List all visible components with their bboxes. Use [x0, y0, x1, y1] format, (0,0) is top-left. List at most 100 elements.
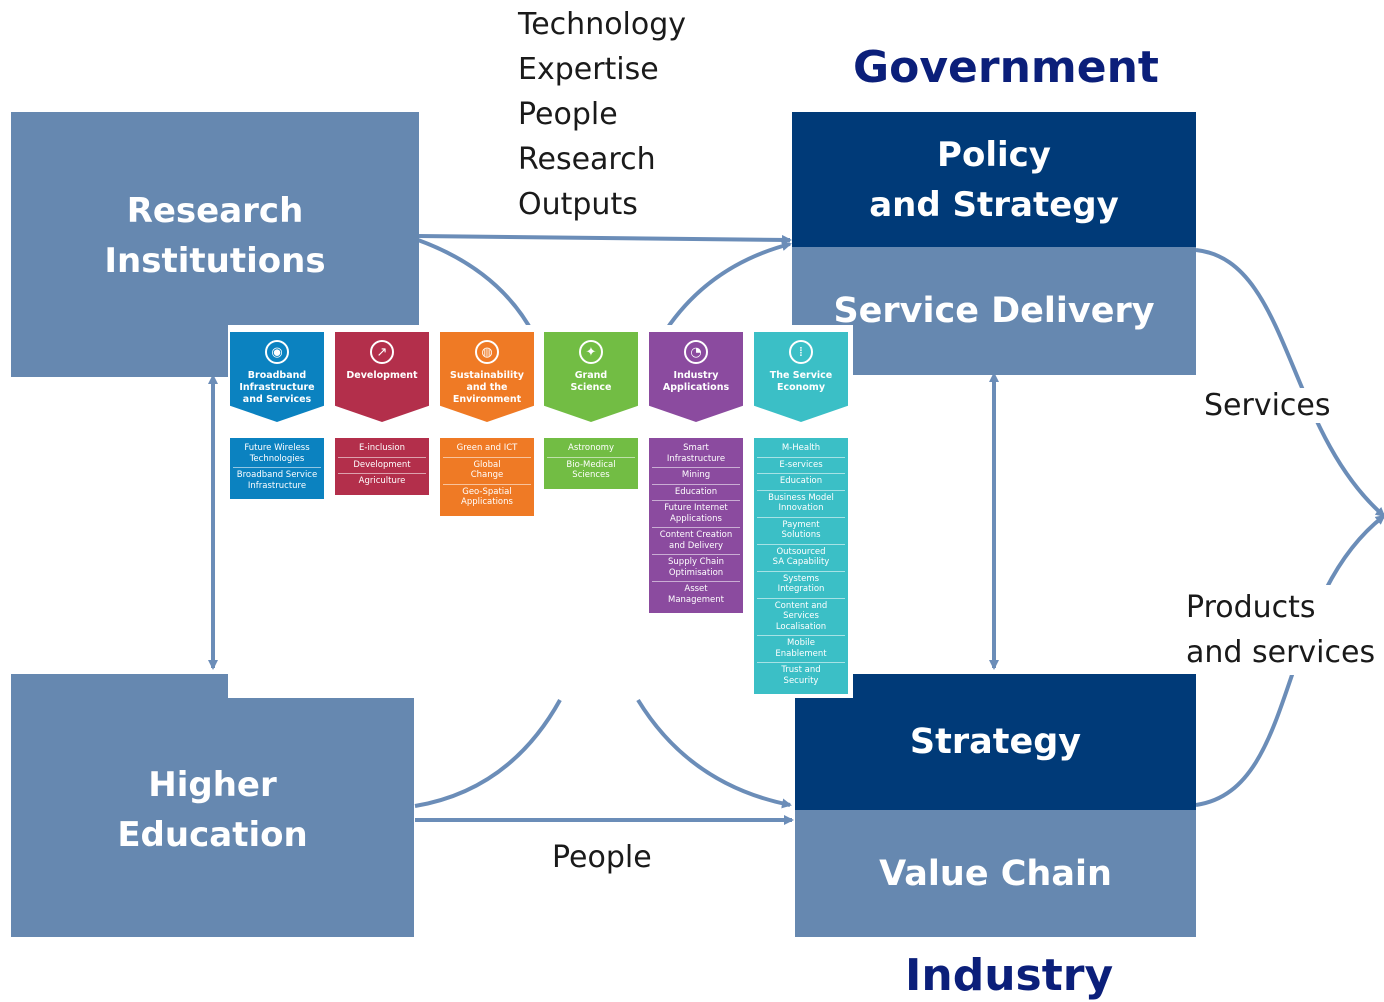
flow-label-products-line1: Products — [1186, 590, 1316, 625]
focus-area-title-line: Grand — [574, 370, 608, 381]
focus-area-item-line: Broadband Service — [236, 470, 318, 480]
satellite-icon: ✦ — [579, 340, 603, 364]
focus-area-item-line: Sciences — [572, 470, 610, 480]
arrow-products — [1195, 514, 1384, 807]
focus-area-item: M-Health — [757, 441, 845, 458]
focus-area-item-line: Mobile — [787, 638, 815, 648]
focus-area-item-line: Bio-Medical — [566, 459, 616, 470]
focus-area-item: Development — [338, 458, 426, 474]
focus-area-item: Education — [757, 474, 845, 491]
focus-area-item-line: Astronomy — [568, 443, 614, 453]
arrow-education-curve — [414, 699, 562, 808]
flow-label-products-line2: and services — [1186, 635, 1376, 670]
flow-label-top-item: Outputs — [518, 187, 638, 222]
focus-area-item-line: Optimisation — [668, 567, 724, 578]
focus-area-title-line: Development — [346, 370, 418, 381]
focus-area-item-line: Security — [783, 675, 819, 686]
focus-area-item-line: Future Internet — [664, 503, 728, 513]
focus-area-item-line: and Delivery — [669, 540, 723, 551]
arrow-panel-to-government — [664, 241, 792, 332]
focus-area-item-line: E-services — [779, 459, 823, 470]
focus-area-item-line: Agriculture — [358, 476, 406, 486]
flow-label-people: People — [552, 840, 652, 875]
service-delivery-box: Service Delivery — [792, 247, 1196, 375]
focus-area-title-line: Applications — [662, 382, 730, 393]
education-line2: Education — [117, 814, 308, 855]
arrow-research-to-government — [417, 234, 792, 245]
focus-area-item-line: Trust and — [781, 665, 821, 675]
focus-area-title-line: Infrastructure — [239, 382, 315, 393]
focus-area-item-line: Integration — [777, 584, 825, 594]
arrow-services — [1195, 248, 1384, 518]
focus-area-item-line: Outsourced — [776, 546, 826, 557]
focus-area-item-line: Content and — [774, 600, 828, 611]
focus-area-item-line: Green and ICT — [456, 443, 518, 453]
focus-area-item-line: Enablement — [775, 648, 827, 659]
flow-label-top-item: Technology — [518, 7, 687, 42]
strategy-box: Strategy — [795, 674, 1196, 810]
flow-label-top-item: Research — [518, 142, 656, 177]
focus-area-item-line: Education — [779, 476, 823, 486]
focus-area-item-line: Smart — [683, 443, 709, 453]
flow-label-top-item: People — [518, 97, 618, 132]
arrow-research-curve — [417, 238, 536, 336]
focus-area-item: Astronomy — [547, 441, 635, 458]
focus-area-item-line: Business Model — [768, 492, 834, 503]
focus-area-item-line: Infrastructure — [666, 453, 726, 464]
focus-area-item-line: Future Wireless — [244, 443, 310, 453]
focus-area-item-line: Technologies — [249, 453, 305, 464]
focus-area-title-line: Economy — [776, 382, 826, 393]
focus-area-item: Green and ICT — [443, 441, 531, 458]
research-line2: Institutions — [104, 240, 326, 281]
focus-area-item-line: M-Health — [781, 443, 821, 453]
focus-area-item-line: Global — [473, 459, 501, 470]
focus-area-item-line: Asset — [684, 584, 708, 594]
focus-area-title-line: Environment — [452, 394, 522, 405]
focus-area-item-line: Geo-Spatial — [462, 486, 512, 497]
research-line1: Research — [126, 190, 304, 231]
arrow-panel-to-industry — [636, 698, 792, 809]
focus-area-item-line: Solutions — [781, 530, 821, 540]
focus-area-item-line: Infrastructure — [247, 480, 307, 491]
focus-area-item-line: Applications — [670, 513, 722, 524]
education-line1: Higher — [148, 764, 277, 805]
focus-area-title-line: Industry — [673, 370, 719, 381]
growth-icon: ↗ — [370, 340, 394, 364]
wifi-icon: ◉ — [265, 340, 289, 364]
focus-area-item-line: Systems — [782, 573, 820, 584]
higher-education-box: Higher Education — [11, 674, 414, 937]
focus-area-item-line: Content Creation — [659, 530, 733, 540]
service-dots-icon: ⁞ — [789, 340, 813, 364]
focus-area-title-line: The Service — [769, 370, 833, 381]
focus-area-item-line: SA Capability — [772, 557, 830, 567]
focus-area-title-line: Science — [570, 382, 612, 393]
